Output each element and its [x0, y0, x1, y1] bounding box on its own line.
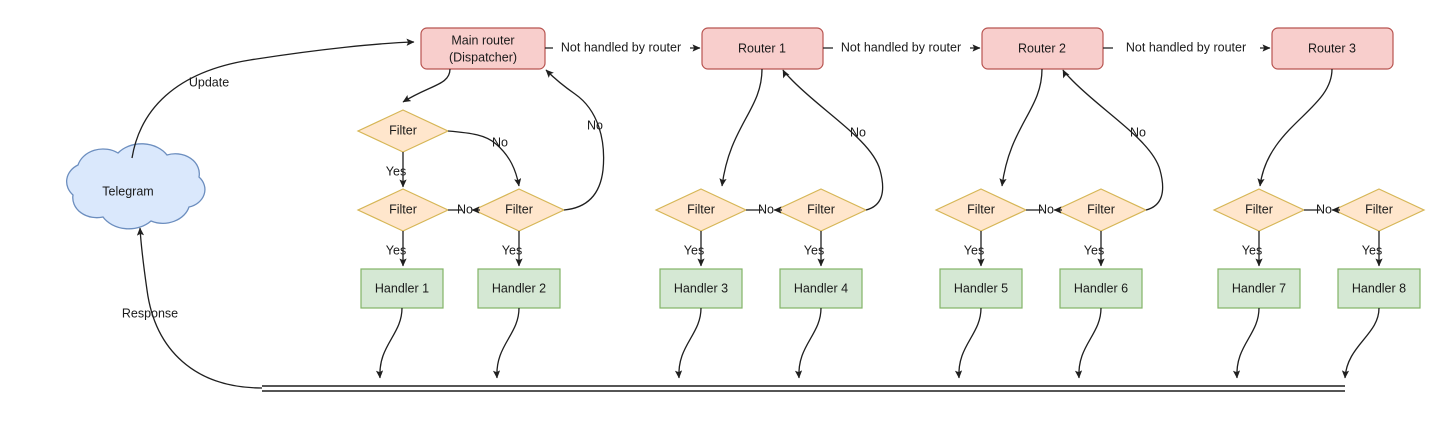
edge-handler-6-to-bus	[1074, 307, 1102, 379]
edge-label-not-handled-1: Not handled by router	[561, 40, 681, 54]
edge-response	[136, 227, 263, 389]
filter-node-filter-d[interactable]: Filter	[654, 188, 748, 232]
filter-h-label: Filter	[1245, 202, 1273, 216]
handler-5-label: Handler 5	[954, 281, 1008, 295]
handler-node-handler-5[interactable]: Handler 5	[939, 268, 1023, 309]
edge-label-no-g: No	[1130, 125, 1146, 139]
router-node-router-2[interactable]: Router 2	[981, 27, 1104, 70]
telegram-label: Telegram	[102, 184, 153, 198]
edge-mainrouter-to-filter-a	[402, 68, 451, 103]
filter-node-filter-h[interactable]: Filter	[1212, 188, 1306, 232]
handler-7-box	[1217, 268, 1301, 309]
edge-label-yes-a: Yes	[386, 164, 406, 178]
edge-handler-1-to-bus	[375, 307, 403, 379]
edge-label-yes-g: Yes	[1084, 243, 1104, 257]
edge-handler-8-to-bus	[1341, 307, 1380, 379]
handler-node-handler-3[interactable]: Handler 3	[659, 268, 743, 309]
filter-i-label: Filter	[1365, 202, 1393, 216]
edge-label-response: Response	[122, 306, 178, 320]
edge-label-yes-f: Yes	[964, 243, 984, 257]
edge-filter-e-no-to-router-1	[782, 69, 884, 211]
filter-node-filter-e[interactable]: Filter	[774, 188, 868, 232]
handler-node-handler-7[interactable]: Handler 7	[1217, 268, 1301, 309]
edge-label-yes-b: Yes	[386, 243, 406, 257]
edge-label-not-handled-2: Not handled by router	[841, 40, 961, 54]
router-node-main-router[interactable]: Main router (Dispatcher)	[420, 27, 546, 70]
edge-label-yes-d: Yes	[684, 243, 704, 257]
response-bus	[262, 385, 1345, 392]
filter-f-label: Filter	[967, 202, 995, 216]
edge-handler-7-to-bus	[1232, 307, 1260, 379]
main-router-label-line2: (Dispatcher)	[449, 50, 517, 64]
handler-1-label: Handler 1	[375, 281, 429, 295]
edge-label-no-a: No	[492, 135, 508, 149]
handler-7-label: Handler 7	[1232, 281, 1286, 295]
handler-2-label: Handler 2	[492, 281, 546, 295]
filter-g-label: Filter	[1087, 202, 1115, 216]
filter-c-label: Filter	[505, 202, 533, 216]
filter-e-label: Filter	[807, 202, 835, 216]
router-2-label: Router 2	[1018, 41, 1066, 55]
filter-node-filter-a[interactable]: Filter	[356, 109, 450, 153]
router-3-label: Router 3	[1308, 41, 1356, 55]
edge-label-update: Update	[189, 75, 229, 89]
filter-node-filter-c[interactable]: Filter	[472, 188, 566, 232]
edge-router-1-to-filter-d	[719, 68, 763, 187]
filter-b-label: Filter	[389, 202, 417, 216]
handler-5-box	[939, 268, 1023, 309]
handler-node-handler-1[interactable]: Handler 1	[360, 268, 444, 309]
handler-3-box	[659, 268, 743, 309]
edge-handler-3-to-bus	[674, 307, 702, 379]
edge-filter-g-no-to-router-2	[1062, 69, 1164, 211]
router-node-router-3[interactable]: Router 3	[1271, 27, 1394, 70]
edge-label-no-b: No	[457, 202, 473, 216]
edge-label-yes-c: Yes	[502, 243, 522, 257]
edge-label-not-handled-3: Not handled by router	[1126, 40, 1246, 54]
router-1-label: Router 1	[738, 41, 786, 55]
handler-4-box	[779, 268, 863, 309]
edge-label-yes-e: Yes	[804, 243, 824, 257]
edge-handler-5-to-bus	[954, 307, 982, 379]
edge-router-3-to-filter-h	[1257, 68, 1333, 187]
edge-label-no-h: No	[1316, 202, 1332, 216]
handler-node-handler-2[interactable]: Handler 2	[477, 268, 561, 309]
edge-label-no-c: No	[587, 118, 603, 132]
telegram-cloud-node[interactable]: Telegram	[66, 143, 206, 230]
filter-a-label: Filter	[389, 123, 417, 137]
cloud-icon	[66, 143, 206, 230]
filter-node-filter-g[interactable]: Filter	[1054, 188, 1148, 232]
handler-2-box	[477, 268, 561, 309]
handler-4-label: Handler 4	[794, 281, 848, 295]
handler-3-label: Handler 3	[674, 281, 728, 295]
edge-handler-2-to-bus	[492, 307, 520, 379]
edge-label-no-f: No	[1038, 202, 1054, 216]
edge-router-2-to-filter-f	[999, 68, 1043, 187]
edge-label-no-e: No	[850, 125, 866, 139]
edge-label-yes-h: Yes	[1242, 243, 1262, 257]
filter-node-filter-b[interactable]: Filter	[356, 188, 450, 232]
router-node-router-1[interactable]: Router 1	[701, 27, 824, 70]
edge-filter-c-no-to-router	[545, 69, 605, 211]
handler-6-label: Handler 6	[1074, 281, 1128, 295]
edge-handler-4-to-bus	[794, 307, 822, 379]
filter-node-filter-i[interactable]: Filter	[1332, 188, 1426, 232]
handler-8-label: Handler 8	[1352, 281, 1406, 295]
handler-node-handler-6[interactable]: Handler 6	[1059, 268, 1143, 309]
handler-8-box	[1337, 268, 1421, 309]
filter-d-label: Filter	[687, 202, 715, 216]
edge-label-no-d: No	[758, 202, 774, 216]
main-router-label-line1: Main router	[451, 33, 514, 47]
edge-update	[131, 38, 415, 159]
handler-node-handler-4[interactable]: Handler 4	[779, 268, 863, 309]
edge-filter-a-no	[447, 130, 522, 187]
handler-node-handler-8[interactable]: Handler 8	[1337, 268, 1421, 309]
edge-label-yes-i: Yes	[1362, 243, 1382, 257]
filter-node-filter-f[interactable]: Filter	[934, 188, 1028, 232]
